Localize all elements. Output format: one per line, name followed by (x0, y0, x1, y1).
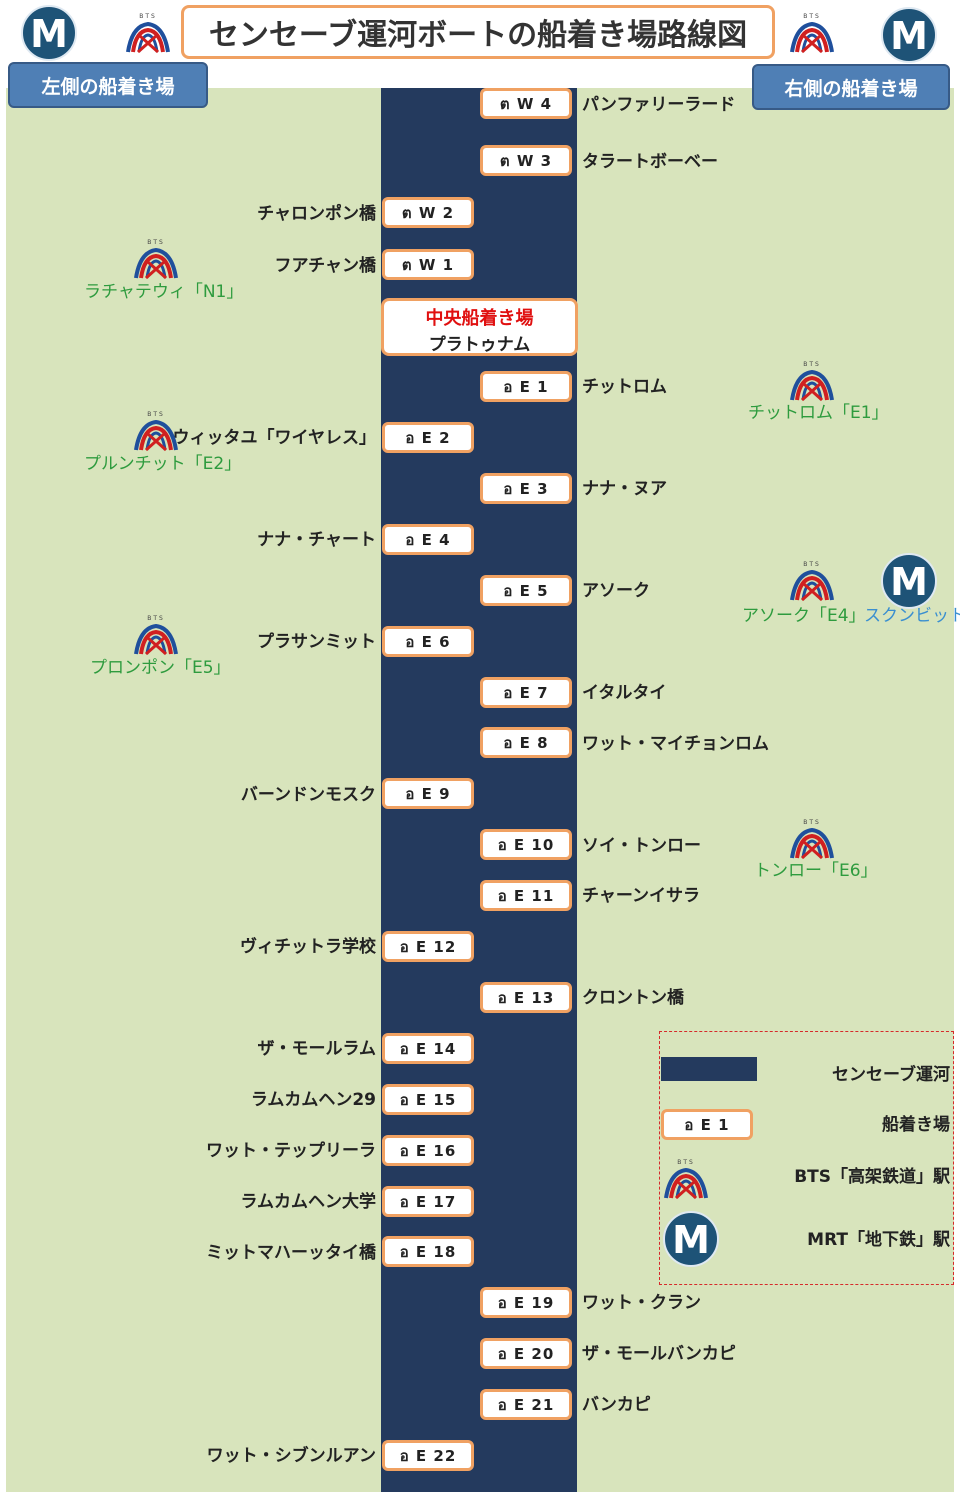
legend-mrt-icon (662, 1210, 720, 1268)
pier-name: クロントン橋 (582, 988, 684, 1008)
pier-badge[interactable]: อ E 19 (480, 1287, 572, 1318)
pier-badge[interactable]: อ E 5 (480, 575, 572, 606)
bts-station-icon (132, 410, 180, 452)
legend-canal-label: センセーブ運河 (832, 1065, 950, 1085)
pier-name: パンファリーラード (582, 95, 736, 115)
bts-logo-icon (124, 12, 172, 54)
pier-badge[interactable]: ต W 1 (382, 249, 474, 280)
pier-badge[interactable]: ต W 3 (480, 145, 572, 176)
pier-name: ヴィチットラ学校 (240, 937, 376, 957)
pier-badge[interactable]: อ E 3 (480, 473, 572, 504)
mrt-logo-icon (20, 4, 78, 62)
pier-name: バンカピ (582, 1395, 651, 1415)
pier-name: ワット・テップリーラ (206, 1141, 376, 1161)
pier-name: バーンドンモスク (240, 785, 376, 805)
pier-badge[interactable]: อ E 8 (480, 727, 572, 758)
mrt-station-label: スクンビット (864, 606, 960, 626)
pier-badge[interactable]: อ E 15 (382, 1084, 474, 1115)
bts-station-label: プロンポン「E5」 (90, 658, 231, 678)
bts-station-icon (132, 238, 180, 280)
central-pier-name: プラトゥナム (428, 335, 531, 355)
pier-name: プラサンミット (257, 632, 376, 652)
pier-name: チャーンイサラ (582, 886, 700, 906)
pier-name: ワット・シブンルアン (206, 1446, 376, 1466)
central-pier[interactable]: 中央船着き場 プラトゥナム (381, 298, 578, 356)
bts-station-label: アソーク「E4」 (742, 606, 866, 626)
pier-name: ラムカムヘン29 (250, 1090, 376, 1110)
bts-logo-icon (788, 12, 836, 54)
pier-badge[interactable]: อ E 17 (382, 1186, 474, 1217)
pier-name: フアチャン橋 (274, 256, 377, 276)
pier-name: ザ・モールバンカピ (582, 1344, 736, 1364)
pier-name: ワット・クラン (582, 1293, 701, 1313)
pier-badge[interactable]: อ E 6 (382, 626, 474, 657)
pier-name: ザ・モールラム (257, 1039, 377, 1059)
bts-station-icon (132, 614, 180, 656)
pier-badge[interactable]: ต W 4 (480, 88, 572, 119)
pier-badge[interactable]: อ E 18 (382, 1236, 474, 1267)
legend-bts-icon (662, 1158, 710, 1200)
bts-station-label: チットロム「E1」 (748, 403, 889, 423)
pier-badge[interactable]: อ E 4 (382, 524, 474, 555)
pier-name: ソイ・トンロー (582, 836, 701, 856)
bts-station-icon (788, 560, 836, 602)
bts-station-icon (788, 360, 836, 402)
left-side-piers-tab: 左側の船着き場 (8, 62, 208, 108)
pier-badge[interactable]: อ E 12 (382, 931, 474, 962)
legend-canal-swatch (661, 1057, 757, 1081)
legend-pier-label: 船着き場 (882, 1115, 950, 1135)
pier-name: イタルタイ (582, 683, 667, 703)
pier-badge[interactable]: อ E 11 (480, 880, 572, 911)
pier-name: タラートボーベー (582, 152, 718, 172)
pier-name: ナナ・チャート (257, 530, 376, 550)
mrt-logo-icon (880, 6, 938, 64)
pier-badge[interactable]: อ E 21 (480, 1389, 572, 1420)
bts-station-label: トンロー「E6」 (754, 861, 878, 881)
pier-name: チットロム (582, 377, 667, 397)
pier-name: ナナ・ヌア (582, 479, 667, 499)
pier-badge[interactable]: อ E 22 (382, 1440, 474, 1471)
pier-name: ウィッタユ「ワイヤレス」 (172, 428, 377, 448)
bts-station-label: ラチャテウィ「N1」 (84, 282, 244, 302)
pier-name: チャロンポン橋 (257, 204, 376, 224)
pier-badge[interactable]: อ E 7 (480, 677, 572, 708)
pier-badge[interactable]: อ E 16 (382, 1135, 474, 1166)
legend-bts-label: BTS「高架鉄道」駅 (794, 1167, 950, 1187)
pier-badge[interactable]: อ E 10 (480, 829, 572, 860)
pier-badge[interactable]: อ E 1 (480, 371, 572, 402)
pier-badge[interactable]: อ E 14 (382, 1033, 474, 1064)
pier-badge[interactable]: อ E 20 (480, 1338, 572, 1369)
pier-name: ワット・マイチョンロム (582, 734, 769, 754)
pier-name: アソーク (582, 581, 650, 601)
bts-station-icon (788, 818, 836, 860)
right-side-piers-tab: 右側の船着き場 (752, 64, 950, 110)
pier-badge[interactable]: อ E 13 (480, 982, 572, 1013)
pier-name: ミットマハーッタイ橋 (206, 1243, 376, 1263)
legend (659, 1031, 954, 1285)
pier-name: ラムカムヘン大学 (240, 1192, 377, 1212)
legend-pier-swatch: อ E 1 (661, 1109, 753, 1140)
legend-mrt-label: MRT「地下鉄」駅 (807, 1230, 950, 1250)
pier-badge[interactable]: ต W 2 (382, 197, 474, 228)
central-pier-title: 中央船着き場 (425, 308, 534, 329)
bts-station-label: プルンチット「E2」 (84, 454, 242, 474)
pier-badge[interactable]: อ E 2 (382, 422, 474, 453)
pier-badge[interactable]: อ E 9 (382, 778, 474, 809)
map-title: センセーブ運河ボートの船着き場路線図 (181, 5, 775, 59)
